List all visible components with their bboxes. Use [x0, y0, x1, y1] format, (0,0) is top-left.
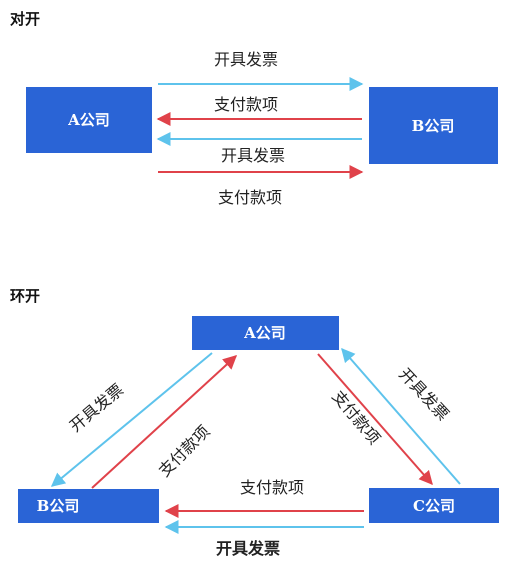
ring-company-a-box — [192, 316, 339, 350]
mutual-invoice-label-top: 开具发票 — [214, 50, 278, 69]
ring-invoice-arrow-c-to-a — [341, 347, 461, 485]
ring-payment-label-bottom: 支付款项 — [240, 478, 304, 497]
ring-invoice-label-bottom: 开具发票 — [216, 539, 280, 558]
ring-section-title: 环开 — [10, 287, 40, 305]
ring-company-b-box — [18, 489, 159, 523]
mutual-company-b-label: B公司 — [412, 117, 455, 135]
mutual-payment-label-bottom: 支付款项 — [218, 188, 282, 207]
ring-company-b-label: B公司 — [37, 497, 80, 515]
ring-payment-arrow-a-to-c — [317, 353, 433, 486]
mutual-invoice-label-bottom: 开具发票 — [221, 146, 285, 165]
mutual-company-b-box — [369, 87, 498, 164]
ring-company-c-label: C公司 — [413, 497, 455, 515]
ring-payment-label-left: 支付款项 — [155, 422, 214, 481]
mutual-company-a-box — [26, 87, 152, 153]
ring-payment-label-right: 支付款项 — [328, 387, 384, 448]
mutual-payment-label-top: 支付款项 — [214, 95, 278, 114]
ring-invoice-arrow-a-to-b — [50, 352, 213, 487]
ring-invoice-label-right: 开具发票 — [395, 364, 453, 424]
mutual-company-a-label: A公司 — [67, 111, 110, 129]
mutual-section-title: 对开 — [10, 10, 40, 28]
ring-company-c-box — [369, 488, 499, 523]
ring-invoice-label-left: 开具发票 — [66, 380, 127, 436]
ring-payment-arrow-b-to-a — [91, 355, 238, 489]
ring-company-a-label: A公司 — [243, 324, 286, 342]
